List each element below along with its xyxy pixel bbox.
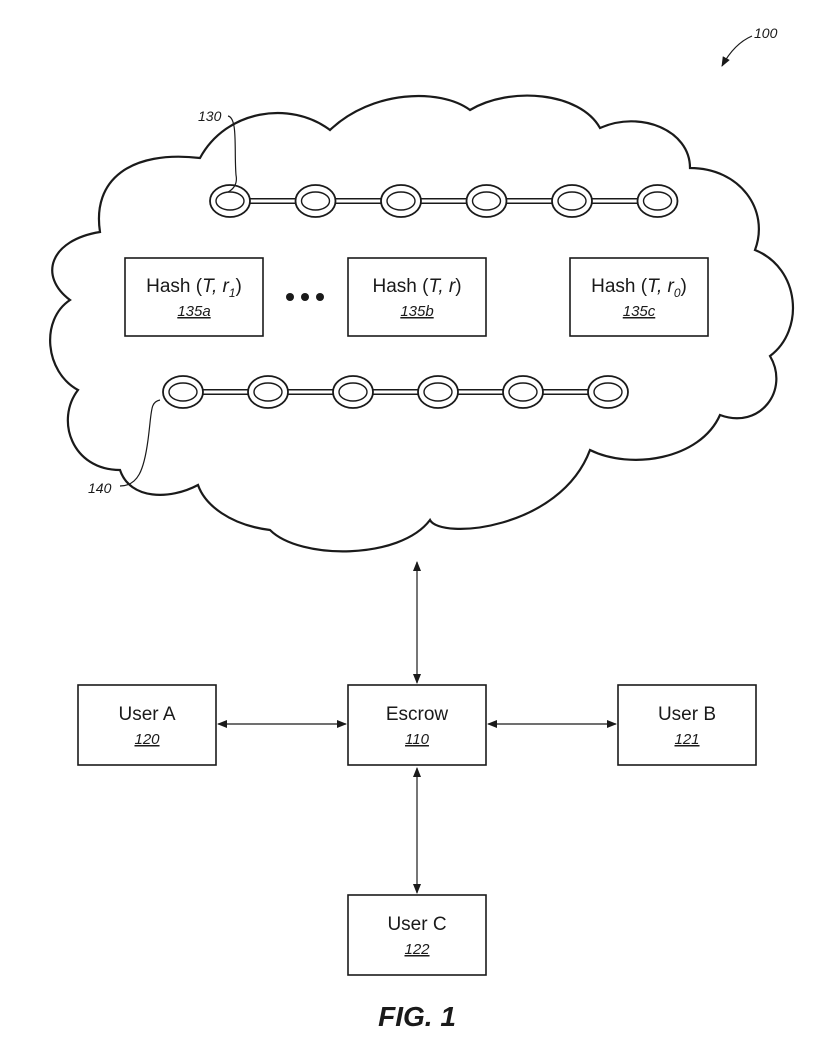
hash-box-135c: Hash (T, r0) 135c: [570, 258, 708, 336]
chain-bottom-link: [333, 376, 373, 408]
user-c-label: User C: [387, 914, 446, 935]
user-a-label: User A: [118, 704, 175, 725]
chain-top-link: [296, 185, 336, 217]
hash-box-135a: Hash (T, r1) 135a: [125, 258, 263, 336]
hash-box-135a-ref: 135a: [177, 303, 210, 320]
chain-bottom-link: [588, 376, 628, 408]
system-reference: 100: [722, 25, 778, 66]
chain-top-link: [552, 185, 592, 217]
chain-bottom-ref-label: 140: [88, 480, 112, 496]
system-ref-label: 100: [754, 25, 778, 41]
user-a-ref: 120: [134, 731, 160, 748]
hash-box-135b-title: Hash (T, r): [372, 276, 461, 297]
user-b-ref: 121: [674, 731, 699, 748]
figure-caption: FIG. 1: [378, 1001, 456, 1032]
chain-top-link: [467, 185, 507, 217]
user-c-box: User C 122: [348, 895, 486, 975]
hash-box-135a-title: Hash (T, r1): [146, 276, 242, 300]
escrow-box: Escrow 110: [348, 685, 486, 765]
chain-bottom-link: [418, 376, 458, 408]
hash-box-135b: Hash (T, r) 135b: [348, 258, 486, 336]
ellipsis-dots: [286, 293, 324, 301]
user-c-ref: 122: [404, 941, 430, 958]
chain-top-link: [210, 185, 250, 217]
user-b-label: User B: [658, 704, 716, 725]
user-b-box: User B 121: [618, 685, 756, 765]
hash-box-135c-ref: 135c: [623, 303, 656, 320]
chain-top-link: [381, 185, 421, 217]
chain-bottom-link: [503, 376, 543, 408]
chain-top-ref-label: 130: [198, 108, 222, 124]
hash-box-135b-ref: 135b: [400, 303, 433, 320]
escrow-ref: 110: [405, 731, 430, 748]
user-a-box: User A 120: [78, 685, 216, 765]
escrow-label: Escrow: [386, 704, 449, 725]
hash-box-135c-title: Hash (T, r0): [591, 276, 687, 300]
chain-top-link: [638, 185, 678, 217]
chain-bottom-link: [248, 376, 288, 408]
chain-bottom-link: [163, 376, 203, 408]
